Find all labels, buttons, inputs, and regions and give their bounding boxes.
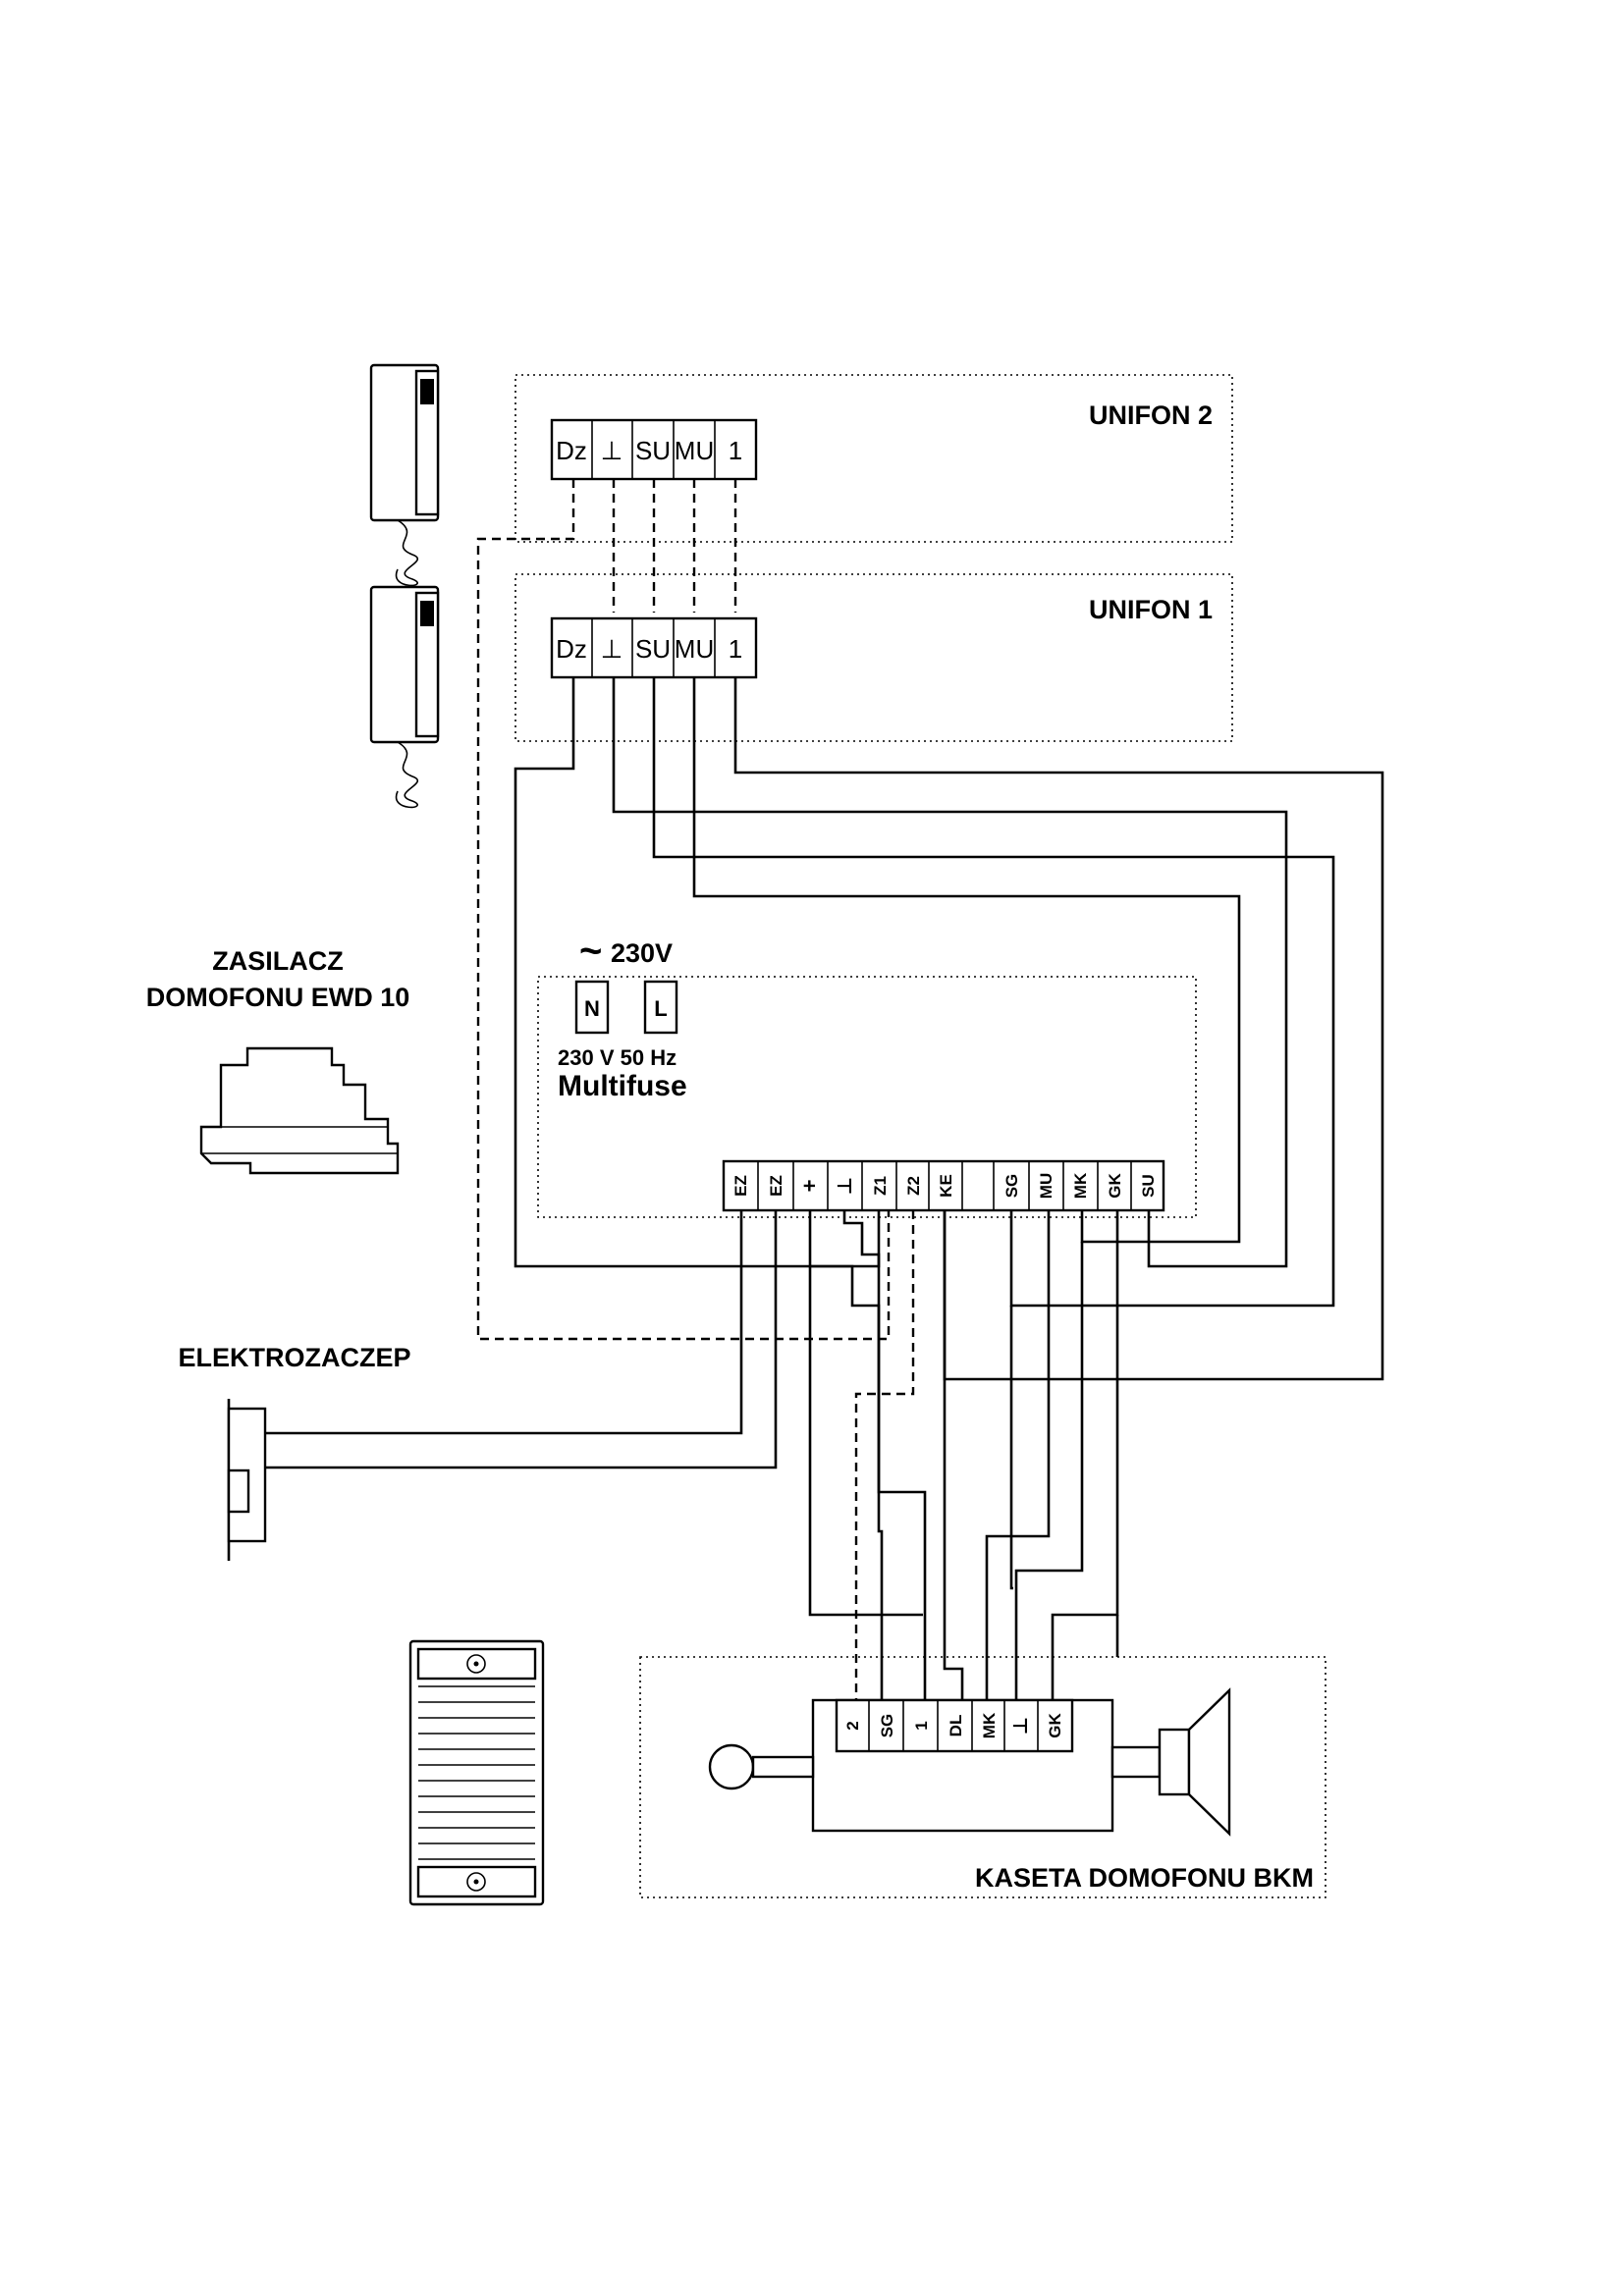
unifon2-terminal-mu: MU [675,436,714,465]
mains-terminal-l: L [654,996,667,1021]
power-supply-unit-icon [199,1046,400,1175]
mains-terminals: N L [574,980,678,1035]
unifon2-title: UNIFON 2 [1089,400,1213,430]
door-strike-icon [227,1399,267,1561]
panel-terminal-1: 1 [912,1721,931,1730]
handset-unifon2-icon [369,363,440,587]
supply-terminal-z2: Z2 [904,1176,923,1196]
handset-unifon1-icon [369,585,440,809]
panel-terminal-mk: MK [980,1712,999,1738]
fuse-label: Multifuse [558,1070,687,1102]
supply-terminal-ez1: EZ [731,1175,750,1197]
unifon2-terminal-1: 1 [729,436,742,465]
door-panel-terminal-strip: 2 SG 1 DL MK ⊥ GK [835,1698,1074,1753]
power-supply-title-line1: ZASILACZ [212,946,343,976]
unifon1-terminal-mu: MU [675,634,714,664]
wiring [265,677,1384,1700]
panel-terminal-2: 2 [843,1721,862,1730]
microphone-icon [708,1743,815,1790]
door-panel-title: KASETA DOMOFONU BKM [975,1863,1314,1893]
mains-symbol: ~ [579,930,602,973]
supply-terminal-z1: Z1 [871,1176,890,1196]
unifon1-title: UNIFON 1 [1089,595,1213,624]
door-panel-front-icon [408,1639,545,1906]
panel-terminal-sg: SG [878,1714,896,1738]
panel-terminal-gk: GK [1046,1713,1064,1738]
supply-terminal-plus: + [797,1180,822,1193]
power-supply-output-strip: EZ EZ + ⊥ Z1 Z2 KE SG MU MK GK SU [722,1159,1165,1212]
unifon1-terminal-dz: Dz [556,634,587,664]
supply-terminal-sg: SG [1002,1174,1021,1199]
supply-terminal-ke: KE [937,1174,955,1198]
power-rating: 230 V 50 Hz [558,1045,677,1070]
mains-label: 230V [611,938,673,968]
supply-terminal-ez2: EZ [767,1175,785,1197]
panel-terminal-ground: ⊥ [1010,1717,1032,1735]
mains-terminal-n: N [584,996,600,1021]
unifon1-terminal-1: 1 [729,634,742,664]
power-supply-title-line2: DOMOFONU EWD 10 [146,983,410,1012]
unifon2-terminal-strip: Dz ⊥ SU MU 1 [550,418,758,481]
door-strike-title: ELEKTROZACZEP [178,1343,410,1372]
unifon2-terminal-su: SU [635,436,671,465]
unifon2-terminal-dz: Dz [556,436,587,465]
supply-terminal-mu: MU [1037,1173,1056,1199]
panel-terminal-dl: DL [947,1715,965,1737]
supply-terminal-ground: ⊥ [835,1177,856,1195]
unifon2-terminal-ground: ⊥ [601,436,623,465]
door-panel-module: 2 SG 1 DL MK ⊥ GK [708,1687,1231,1837]
unifon1-terminal-su: SU [635,634,671,664]
power-supply-frame [537,976,1197,1218]
door-panel-frame [639,1656,1326,1898]
unifon1-terminal-strip: Dz ⊥ SU MU 1 [550,616,758,679]
supply-terminal-mk: MK [1071,1172,1090,1199]
speaker-icon [1110,1687,1231,1837]
supply-terminal-su: SU [1139,1174,1158,1198]
unifon1-terminal-ground: ⊥ [601,634,623,664]
supply-terminal-gk: GK [1106,1173,1124,1199]
